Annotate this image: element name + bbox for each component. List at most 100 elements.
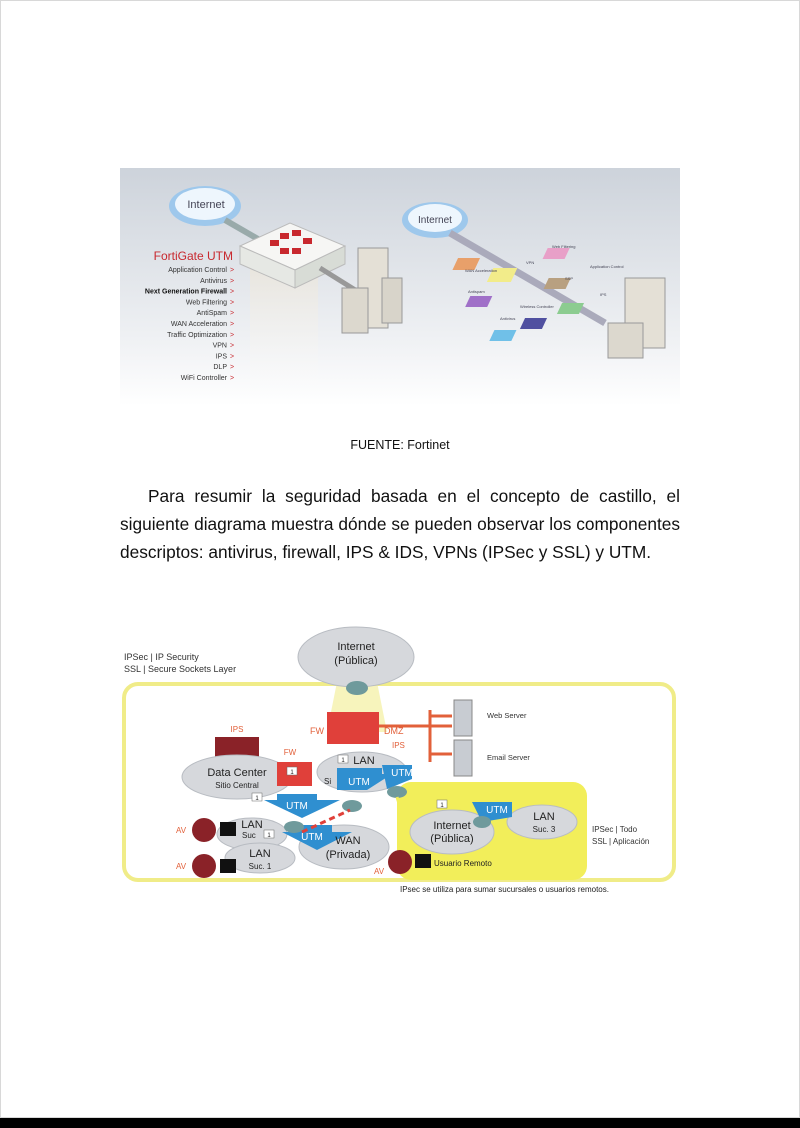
badge-boxes — [251, 754, 448, 839]
module-labels: Web Filtering Application Control WAN Ac… — [465, 244, 624, 321]
svg-text:WAN Acceleration: WAN Acceleration — [465, 268, 497, 273]
svg-text:IPSec | IP Security: IPSec | IP Security — [124, 652, 199, 662]
router-icons — [284, 786, 491, 833]
svg-text:(Privada): (Privada) — [326, 849, 371, 861]
web-server-icon — [453, 699, 473, 737]
svg-text:Usuario Remoto: Usuario Remoto — [434, 859, 492, 868]
lan-central-label: LAN — [353, 755, 374, 767]
svg-text:Si: Si — [324, 777, 331, 786]
antivirus-shield-icon — [192, 818, 431, 878]
chevron-right-icon: > — [230, 343, 234, 350]
building-icon-right — [607, 277, 666, 359]
svg-text:IPSec | Todo: IPSec | Todo — [592, 825, 638, 834]
svg-text:SSP: SSP — [565, 276, 573, 281]
svg-text:SSL | Aplicación: SSL | Aplicación — [592, 837, 649, 846]
ips-icon — [215, 737, 259, 759]
badge-labels: 1 1 1 1 1 — [255, 758, 444, 839]
svg-text:DMZ: DMZ — [384, 726, 404, 736]
svg-text:IPS: IPS — [231, 725, 244, 734]
internet-label-right: Internet — [418, 215, 452, 226]
fortigate-device-icon — [238, 222, 347, 403]
svg-text:LAN: LAN — [533, 811, 554, 823]
svg-text:1: 1 — [255, 796, 259, 802]
chevron-right-icon: > — [230, 289, 234, 296]
svg-text:UTM: UTM — [348, 777, 370, 788]
svg-text:LAN: LAN — [241, 819, 262, 831]
building-icon — [341, 247, 403, 334]
feature-item: Antivirus — [200, 278, 227, 285]
svg-text:Suc. 1: Suc. 1 — [249, 862, 272, 871]
svg-text:1: 1 — [440, 803, 444, 809]
product-title: FortiGate UTM — [154, 249, 233, 263]
chevron-right-icon: > — [230, 321, 234, 328]
svg-text:LAN: LAN — [249, 848, 270, 860]
feature-list: Application Control>Antivirus>Next Gener… — [145, 267, 234, 382]
svg-text:(Pública): (Pública) — [430, 833, 473, 845]
diagram-footnote: IPsec se utiliza para sumar sucursales o… — [400, 885, 609, 894]
feature-item: WiFi Controller — [181, 375, 228, 382]
fortigate-utm-figure: Internet FortiGate UTM Application Contr… — [120, 168, 680, 406]
svg-text:Suc. 3: Suc. 3 — [533, 825, 556, 834]
feature-item: Traffic Optimization — [167, 332, 227, 339]
feature-item: Web Filtering — [186, 299, 227, 306]
svg-text:Sitio Central: Sitio Central — [215, 781, 259, 790]
svg-text:IPS: IPS — [392, 741, 405, 750]
svg-text:Internet: Internet — [337, 641, 374, 653]
svg-text:UTM: UTM — [486, 805, 508, 816]
feature-item: IPS — [216, 353, 228, 360]
chevron-right-icon: > — [230, 364, 234, 371]
svg-text:SSL | Secure Sockets Layer: SSL | Secure Sockets Layer — [124, 664, 236, 674]
router-icon — [346, 681, 368, 695]
svg-text:UTM: UTM — [286, 801, 308, 812]
svg-text:1: 1 — [341, 758, 345, 764]
svg-text:Antivirus: Antivirus — [500, 316, 515, 321]
chevron-right-icon: > — [230, 267, 234, 274]
castle-security-diagram: IPSec | IP Security SSL | Secure Sockets… — [122, 626, 676, 894]
svg-text:AV: AV — [176, 862, 187, 871]
svg-text:Application Control: Application Control — [590, 264, 624, 269]
svg-text:Web Server: Web Server — [487, 711, 527, 720]
svg-text:1: 1 — [267, 833, 271, 839]
internet-label: Internet — [187, 199, 224, 211]
email-server-icon — [453, 739, 473, 777]
svg-text:(Pública): (Pública) — [334, 655, 377, 667]
svg-text:IPS: IPS — [600, 292, 607, 297]
chevron-right-icon: > — [230, 310, 234, 317]
svg-text:WAN: WAN — [335, 835, 360, 847]
av-labels: AV AV AV — [176, 826, 385, 876]
feature-item: Application Control — [168, 267, 227, 274]
firewall-icon — [327, 712, 379, 744]
svg-text:Web Filtering: Web Filtering — [552, 244, 576, 249]
figure-caption: FUENTE: Fortinet — [350, 438, 450, 452]
svg-text:Email Server: Email Server — [487, 753, 530, 762]
svg-text:VPN: VPN — [526, 260, 534, 265]
svg-text:Wireless Controller: Wireless Controller — [520, 304, 554, 309]
chevron-right-icon: > — [230, 375, 234, 382]
feature-item: VPN — [213, 343, 227, 350]
feature-item: WAN Acceleration — [171, 321, 227, 328]
svg-text:Data Center: Data Center — [207, 767, 267, 779]
cloud-icon — [169, 186, 241, 226]
chevron-right-icon: > — [230, 278, 234, 285]
legend: IPSec | IP Security SSL | Secure Sockets… — [124, 652, 236, 674]
svg-text:UTM: UTM — [301, 832, 323, 843]
svg-text:Suc: Suc — [242, 831, 256, 840]
feature-item: Next Generation Firewall — [145, 289, 227, 296]
chevron-right-icon: > — [230, 353, 234, 360]
chevron-right-icon: > — [230, 332, 234, 339]
svg-text:FW: FW — [284, 748, 297, 757]
svg-text:AV: AV — [176, 826, 187, 835]
svg-text:FW: FW — [310, 726, 324, 736]
module-icons — [452, 248, 585, 341]
chevron-right-icon: > — [230, 299, 234, 306]
svg-text:Antispam: Antispam — [468, 289, 485, 294]
feature-item: AntiSpam — [197, 310, 228, 317]
bottom-bar — [0, 1118, 800, 1128]
svg-text:AV: AV — [374, 867, 385, 876]
svg-text:1: 1 — [290, 770, 294, 776]
feature-item: DLP — [213, 364, 227, 371]
svg-text:Internet: Internet — [433, 820, 470, 832]
utm-labels: UTM UTM UTM UTM UTM — [286, 768, 508, 843]
body-paragraph: Para resumir la seguridad basada en el c… — [120, 486, 680, 562]
svg-text:UTM: UTM — [391, 768, 413, 779]
